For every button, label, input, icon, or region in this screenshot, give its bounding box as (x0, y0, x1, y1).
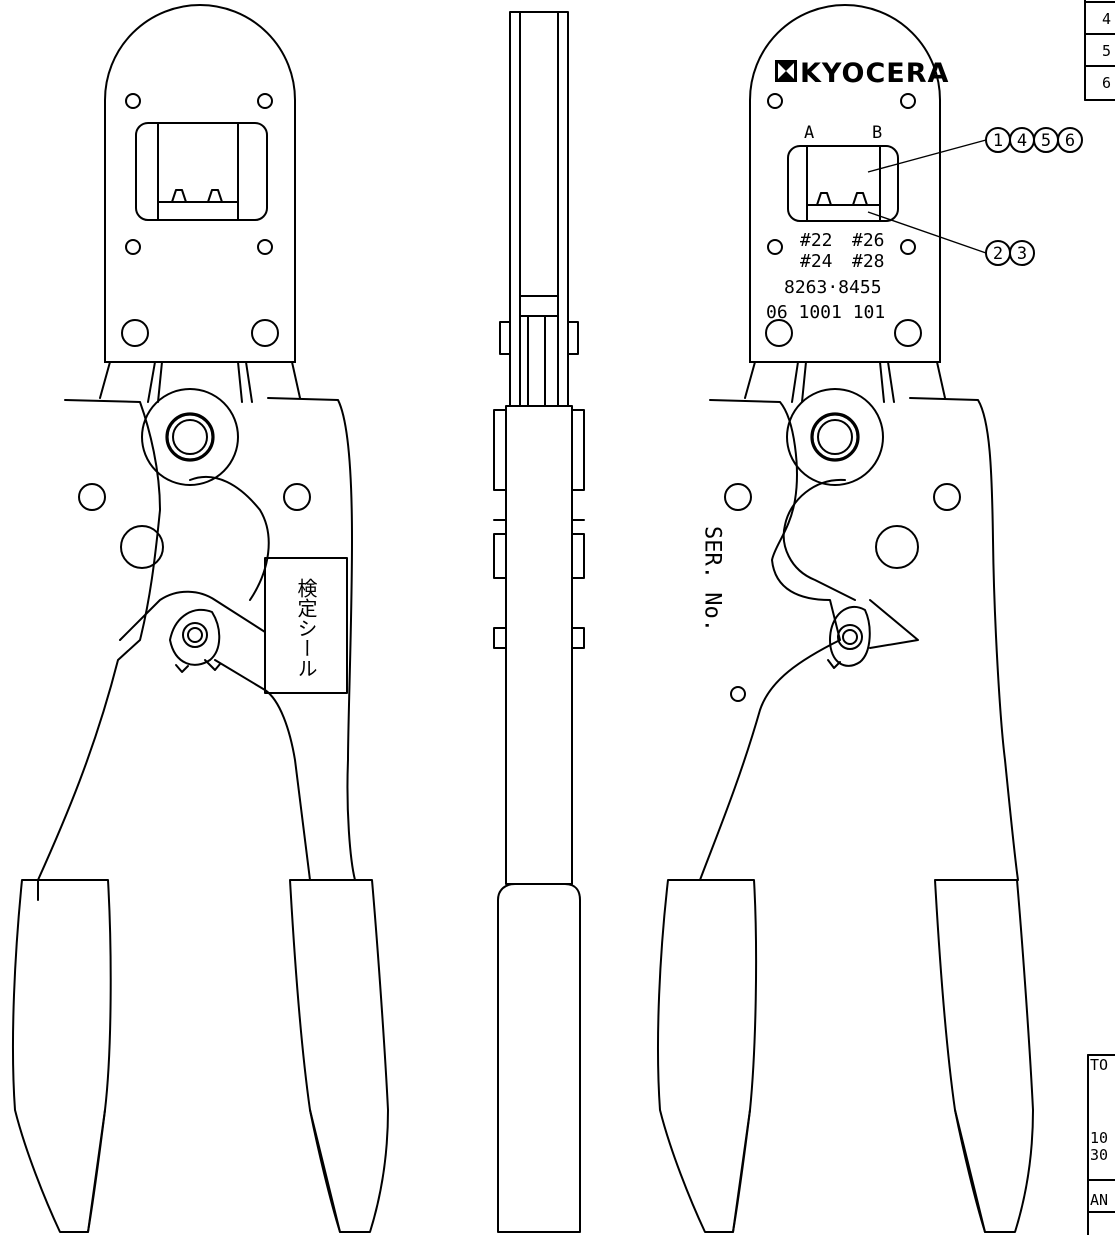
callouts: 1 4 5 6 2 3 (867, 127, 1083, 266)
side-head (509, 11, 569, 407)
wire-gauge-26: #26 (852, 230, 885, 251)
wire-gauge-24: #24 (800, 251, 833, 272)
front-right-handle (267, 397, 356, 881)
back-hole-small (730, 686, 746, 702)
callout-balloon (1057, 127, 1083, 153)
front-screw (257, 93, 273, 109)
back-right-handle (909, 397, 1019, 881)
die-label-a: A (804, 123, 814, 143)
front-right-grip (289, 879, 389, 1233)
front-pivot-bolt (165, 412, 215, 462)
side-view (493, 11, 585, 1233)
back-die-window (787, 145, 899, 222)
back-left-grip (657, 879, 758, 1233)
side-body (505, 405, 573, 885)
back-screw (767, 239, 783, 255)
revision-table: 4 5 6 (1084, 0, 1115, 101)
front-crimp-tooth (207, 189, 223, 203)
back-screw (900, 239, 916, 255)
front-die-window (135, 122, 268, 221)
wire-gauge-22: #22 (800, 230, 833, 251)
back-crimp-tooth (816, 192, 832, 206)
back-left-handle (699, 399, 841, 881)
title-block-text: 30 (1090, 1146, 1108, 1164)
front-left-handle (37, 399, 161, 901)
revision-row: 6 (1102, 74, 1111, 92)
front-screw (257, 239, 273, 255)
revision-row: 5 (1102, 42, 1111, 60)
callout-balloon (1009, 240, 1035, 266)
front-hole (120, 525, 164, 569)
front-head-plate (104, 4, 296, 363)
back-right-grip (934, 879, 1034, 1233)
kyocera-logo-mark (775, 60, 797, 82)
callout-number: 6 (1065, 131, 1075, 151)
back-hole (875, 525, 919, 569)
model-code: 06 1001 101 (766, 302, 885, 323)
front-screw-large (251, 319, 279, 347)
front-crimp-tooth (171, 189, 187, 203)
callout-number: 1 (993, 131, 1003, 151)
back-pivot-bolt (810, 412, 860, 462)
side-grip (497, 883, 581, 1233)
front-screw-large (121, 319, 149, 347)
back-head-plate (749, 4, 941, 363)
title-block-text: 10 (1090, 1129, 1108, 1147)
leader-line-2 (867, 211, 987, 254)
back-hole (933, 483, 961, 511)
back-hole (724, 483, 752, 511)
front-ratchet-pivot (182, 622, 208, 648)
title-block-text: AN (1090, 1191, 1108, 1209)
back-screw-large (765, 319, 793, 347)
callout-number: 4 (1017, 131, 1027, 151)
back-ratchet-pivot (837, 624, 863, 650)
serial-number-label: SER. No. (700, 526, 725, 632)
front-screw (125, 93, 141, 109)
inspection-seal-box (264, 557, 348, 694)
back-view: KYOCERA A B #22 #26 #24 #28 8263·8455 06… (657, 4, 1034, 1233)
callout-number: 3 (1017, 244, 1027, 264)
back-screw (900, 93, 916, 109)
leader-line-1 (867, 139, 987, 173)
title-block: TO 10 30 AN (1087, 1054, 1115, 1235)
inspection-seal-label: 検定シール (294, 578, 318, 678)
revision-row: 4 (1102, 10, 1111, 28)
wire-gauge-28: #28 (852, 251, 885, 272)
back-crimp-tooth (852, 192, 868, 206)
part-numbers: 8263·8455 (784, 277, 882, 298)
callout-number: 2 (993, 244, 1003, 264)
callout-number: 5 (1041, 131, 1051, 151)
back-screw (767, 93, 783, 109)
front-hole (283, 483, 311, 511)
back-screw-large (894, 319, 922, 347)
front-hole (78, 483, 106, 511)
title-block-text: TO (1090, 1056, 1108, 1074)
front-view: 検定シール (11, 4, 389, 1233)
front-screw (125, 239, 141, 255)
brand-logo-text: KYOCERA (800, 58, 949, 89)
die-label-b: B (872, 123, 882, 143)
